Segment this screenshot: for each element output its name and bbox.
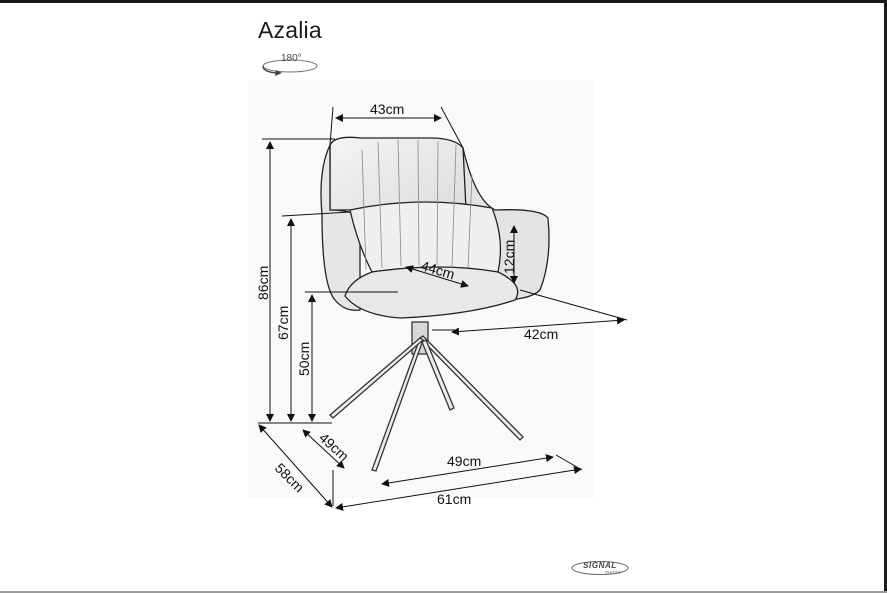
dim-label-arm-above-seat: 12cm xyxy=(501,240,517,274)
dim-label-total-height: 86cm xyxy=(255,266,271,300)
brand-subline: meble xyxy=(605,570,622,576)
chair-base xyxy=(329,321,524,472)
rotate-180-icon xyxy=(262,59,318,76)
chair-body xyxy=(320,136,550,319)
ext-arm-front xyxy=(519,289,628,321)
dim-44-arrow xyxy=(405,265,469,288)
right-border xyxy=(884,0,887,593)
brand-logo xyxy=(571,561,629,575)
dim-label-seat-height: 50cm xyxy=(296,342,312,376)
product-title: Azalia xyxy=(258,17,322,43)
dim-label-base-width: 49cm xyxy=(447,453,481,469)
dim-42-arrow xyxy=(451,316,625,336)
dim-58-arrow xyxy=(258,424,333,508)
rotation-label: 180° xyxy=(281,53,302,64)
dim-61-arrow xyxy=(335,466,582,511)
ext-arm xyxy=(281,211,351,217)
top-border xyxy=(0,0,887,3)
ext-width-right xyxy=(555,454,583,471)
dim-label-backrest-width: 43cm xyxy=(370,101,404,117)
dimension-lines xyxy=(258,106,628,511)
dim-label-arm-depth: 42cm xyxy=(524,326,558,342)
dim-label-armrest-height: 67cm xyxy=(275,306,291,340)
brand-name: SIGNAL xyxy=(583,561,617,570)
ext-back-right xyxy=(440,106,464,149)
bottom-border xyxy=(0,591,887,593)
dim-label-total-width: 61cm xyxy=(437,491,471,507)
